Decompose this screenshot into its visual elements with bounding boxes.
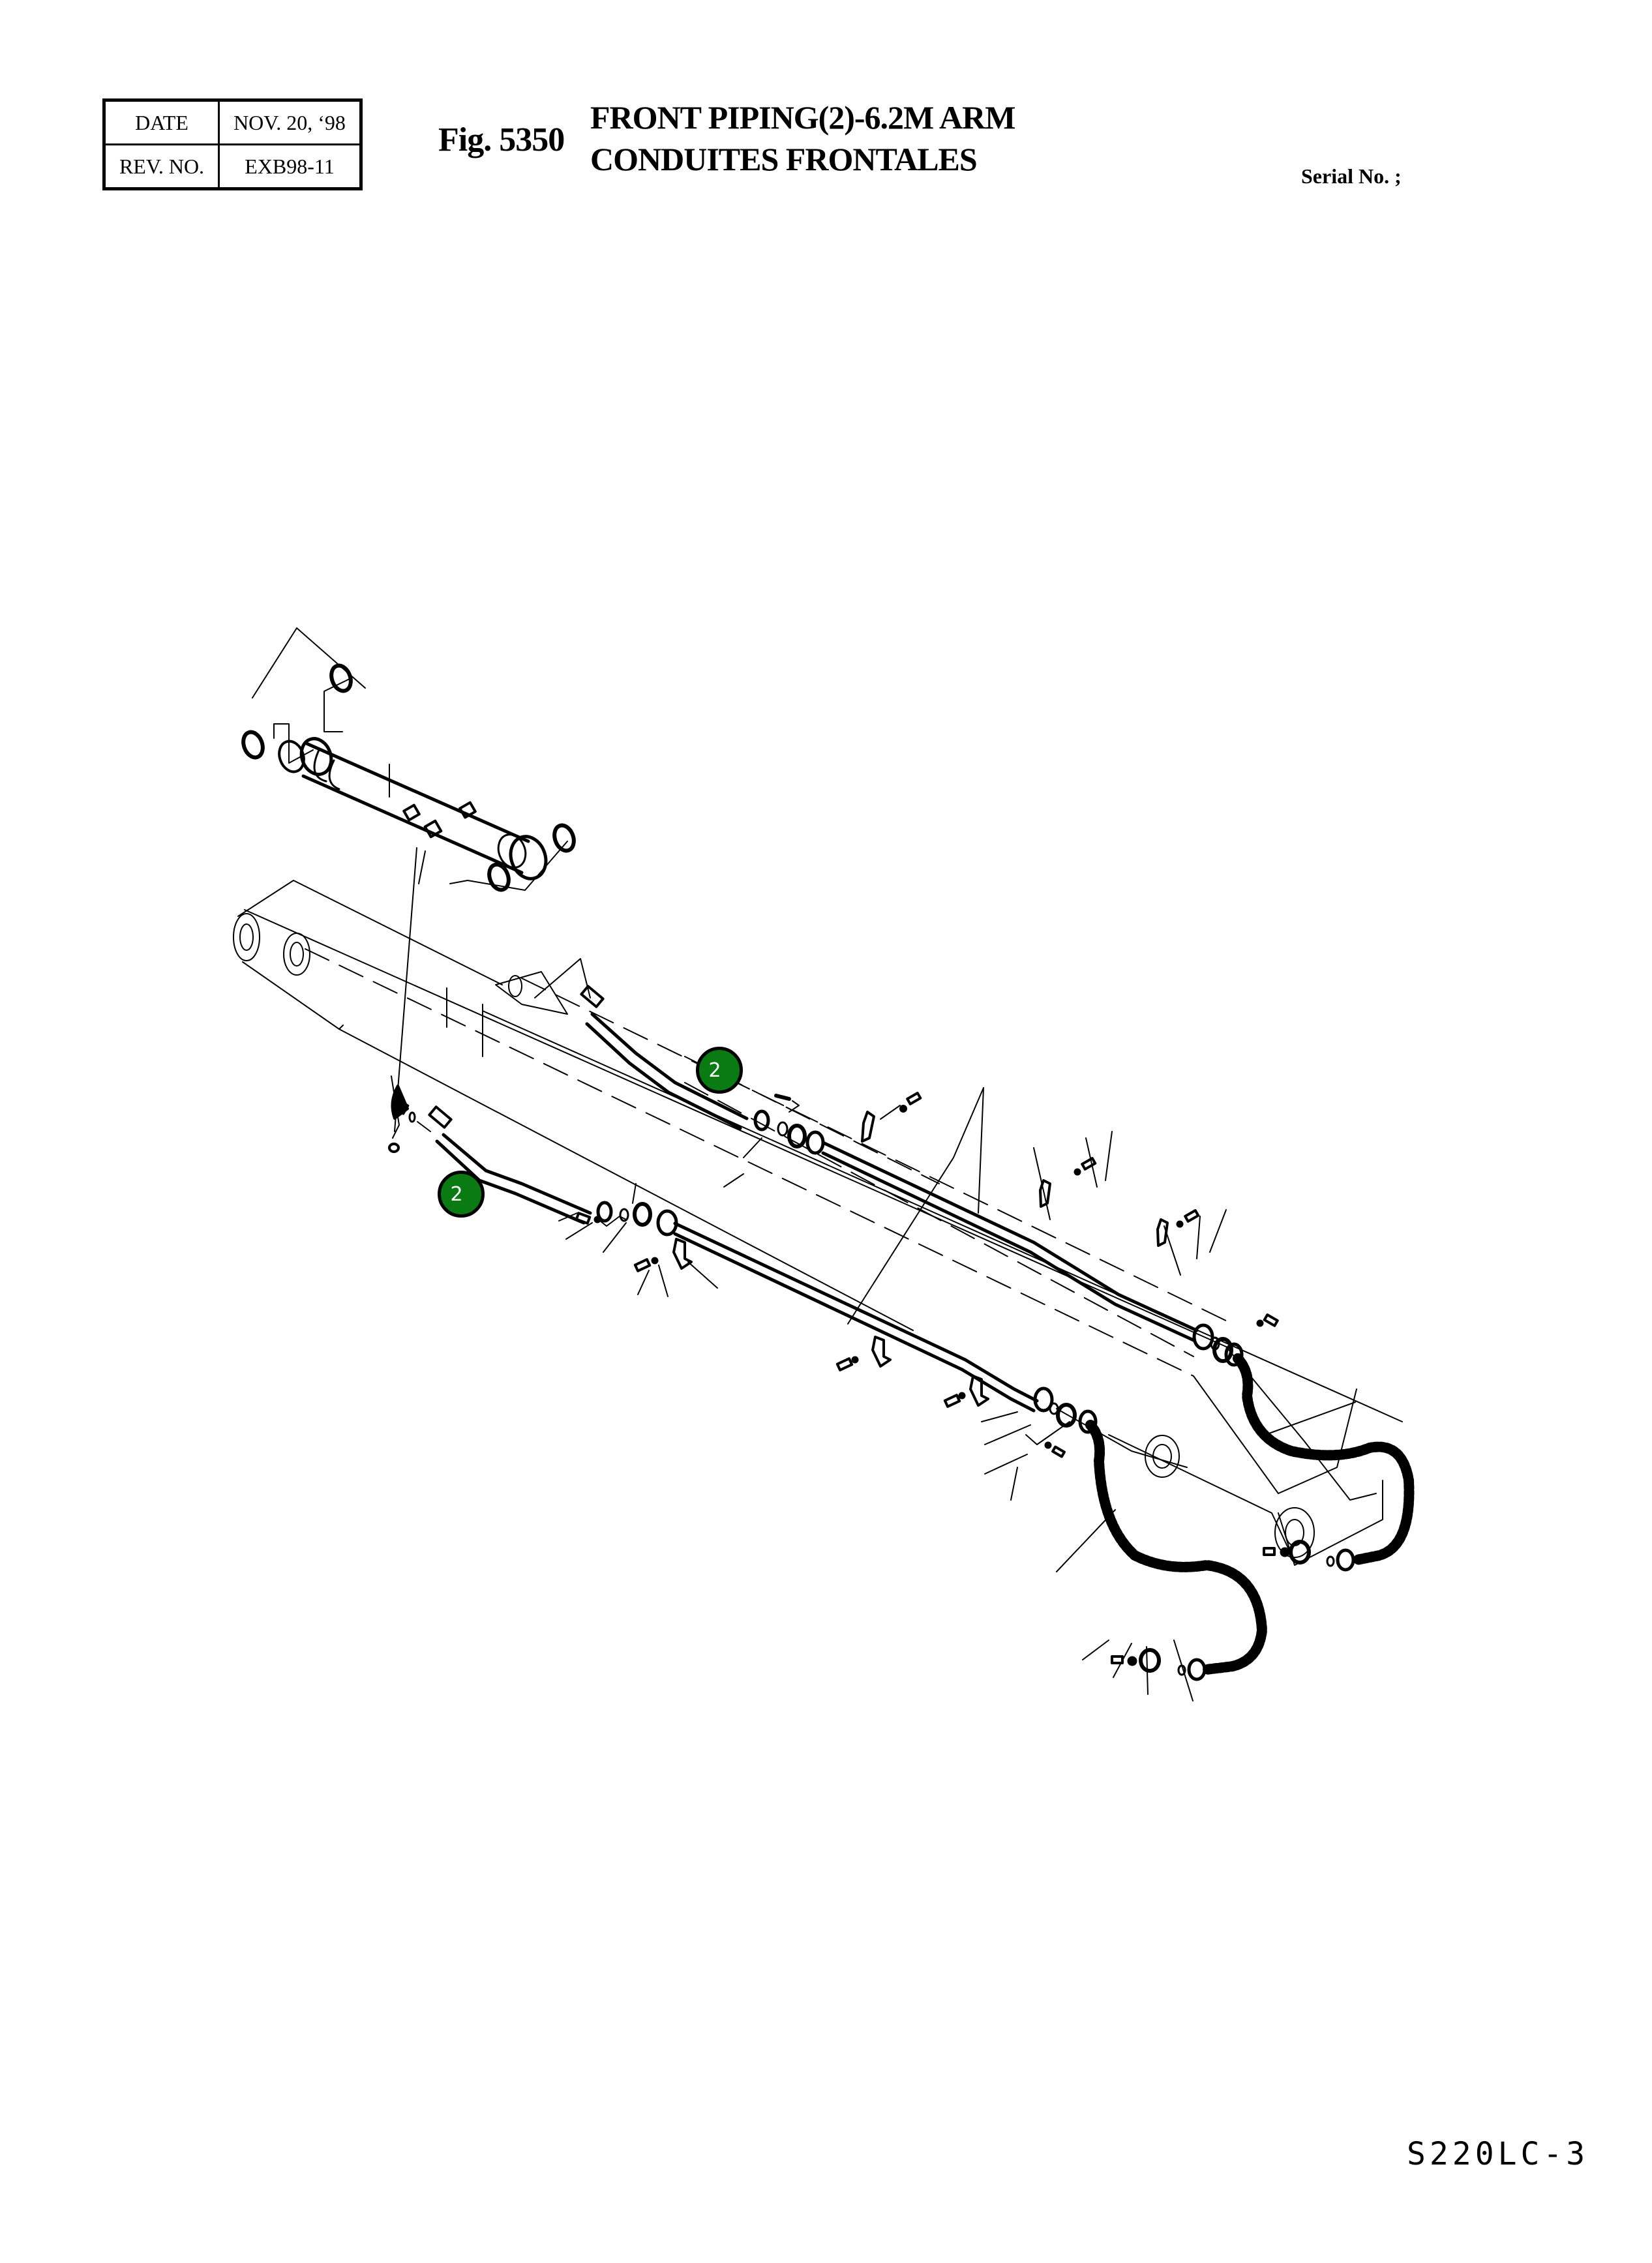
callout-item-2-upper[interactable]: 2 — [696, 1047, 743, 1094]
callout-item-2-lower[interactable]: 2 — [438, 1171, 485, 1218]
serial-number-label: Serial No. ; — [1301, 164, 1402, 188]
figure-title: FRONT PIPING(2)-6.2M ARM CONDUITES FRONT… — [590, 97, 1015, 180]
model-number: S220LC-3 — [1407, 2136, 1589, 2172]
leader-lines — [723, 1087, 1356, 1701]
rev-value: EXB98-11 — [218, 143, 362, 190]
bucket-cylinder — [241, 627, 576, 1132]
rev-label: REV. NO. — [103, 143, 220, 190]
title-french: CONDUITES FRONTALES — [590, 141, 978, 177]
arm-outline — [233, 880, 1403, 1566]
lower-pipe — [388, 1075, 1077, 1458]
callout-label: 2 — [450, 1182, 463, 1206]
upper-pipe — [580, 985, 1279, 1363]
date-value: NOV. 20, ‘98 — [218, 99, 362, 145]
flexible-hoses — [1078, 1342, 1415, 1681]
title-english: FRONT PIPING(2)-6.2M ARM — [590, 99, 1015, 136]
figure-number: Fig. 5350 — [438, 121, 565, 158]
date-label: DATE — [103, 99, 220, 145]
revision-info-table: DATE NOV. 20, ‘98 REV. NO. EXB98-11 — [102, 98, 363, 190]
callout-label: 2 — [708, 1058, 721, 1082]
